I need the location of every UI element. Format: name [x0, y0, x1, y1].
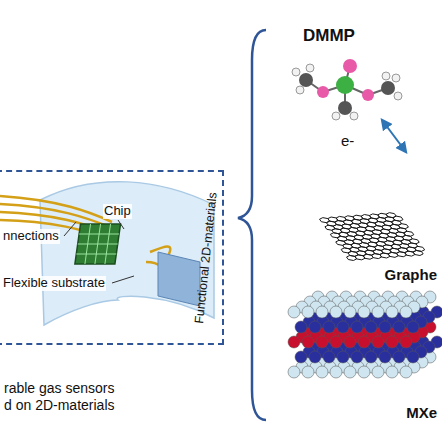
atom-sphere — [379, 321, 391, 333]
part-label: Chip — [103, 204, 132, 219]
double-arrow — [382, 120, 406, 152]
molecule-atoms — [292, 59, 402, 120]
leader-line — [118, 220, 124, 229]
graphene-sheet — [320, 213, 425, 261]
atom-sphere — [386, 336, 398, 348]
mxene-crystal — [288, 291, 442, 378]
atom-sphere — [302, 366, 314, 378]
atom-sphere — [337, 321, 349, 333]
flexible-sheet — [40, 182, 214, 325]
atom-sphere — [372, 306, 384, 318]
atom-sphere — [372, 336, 384, 348]
chip-grid — [75, 224, 121, 264]
atom-sphere — [400, 336, 412, 348]
atom-sphere — [337, 351, 349, 363]
atom-sphere — [316, 306, 328, 318]
part-label: nnections — [2, 229, 60, 244]
sensor-region: rable gas sensors d on 2D-materials — [0, 170, 224, 345]
chip-body — [75, 224, 121, 264]
caption-text: rable gas sensors d on 2D-materials — [4, 380, 120, 414]
atom-sphere — [365, 351, 377, 363]
atom-sphere — [323, 351, 335, 363]
atom-sphere — [379, 351, 391, 363]
atom-sphere — [358, 336, 370, 348]
atom-sphere — [316, 366, 328, 378]
molecule-name: DMMP — [302, 26, 356, 46]
atom-sphere — [309, 321, 321, 333]
atom-sphere — [344, 306, 356, 318]
atom-sphere — [330, 306, 342, 318]
atom-sphere — [344, 366, 356, 378]
atom-sphere — [323, 321, 335, 333]
atom-sphere — [400, 366, 412, 378]
atom-sphere — [386, 366, 398, 378]
atom-sphere — [407, 321, 419, 333]
material-label: Graphe — [383, 266, 438, 283]
atom-sphere — [316, 336, 328, 348]
material-label: MXe — [405, 404, 438, 421]
atom-sphere — [309, 351, 321, 363]
leader-line — [64, 222, 76, 236]
atom-sphere — [372, 366, 384, 378]
leader-line — [112, 276, 134, 283]
part-label: Flexible substrate — [2, 276, 106, 291]
atom-sphere — [351, 321, 363, 333]
electron-label: e- — [340, 132, 355, 149]
graphene-hexagon — [413, 250, 423, 255]
atom-sphere — [344, 336, 356, 348]
atom-sphere — [365, 321, 377, 333]
atom-sphere — [400, 306, 412, 318]
atom-sphere — [330, 366, 342, 378]
atom-sphere — [302, 306, 314, 318]
atom-sphere — [330, 336, 342, 348]
atom-sphere — [393, 321, 405, 333]
atom-sphere — [386, 306, 398, 318]
atom-sphere — [295, 351, 307, 363]
atom-sphere — [351, 351, 363, 363]
atom-sphere — [358, 366, 370, 378]
curly-bracket — [238, 30, 266, 420]
atom-sphere — [288, 336, 300, 348]
atom-sphere — [288, 366, 300, 378]
atom-sphere — [302, 336, 314, 348]
atom-sphere — [358, 306, 370, 318]
atom-sphere — [393, 351, 405, 363]
atom-sphere — [288, 306, 300, 318]
atom-sphere — [407, 351, 419, 363]
gold-wires — [0, 196, 170, 278]
atom-sphere — [295, 321, 307, 333]
chip-symbol — [75, 224, 121, 264]
